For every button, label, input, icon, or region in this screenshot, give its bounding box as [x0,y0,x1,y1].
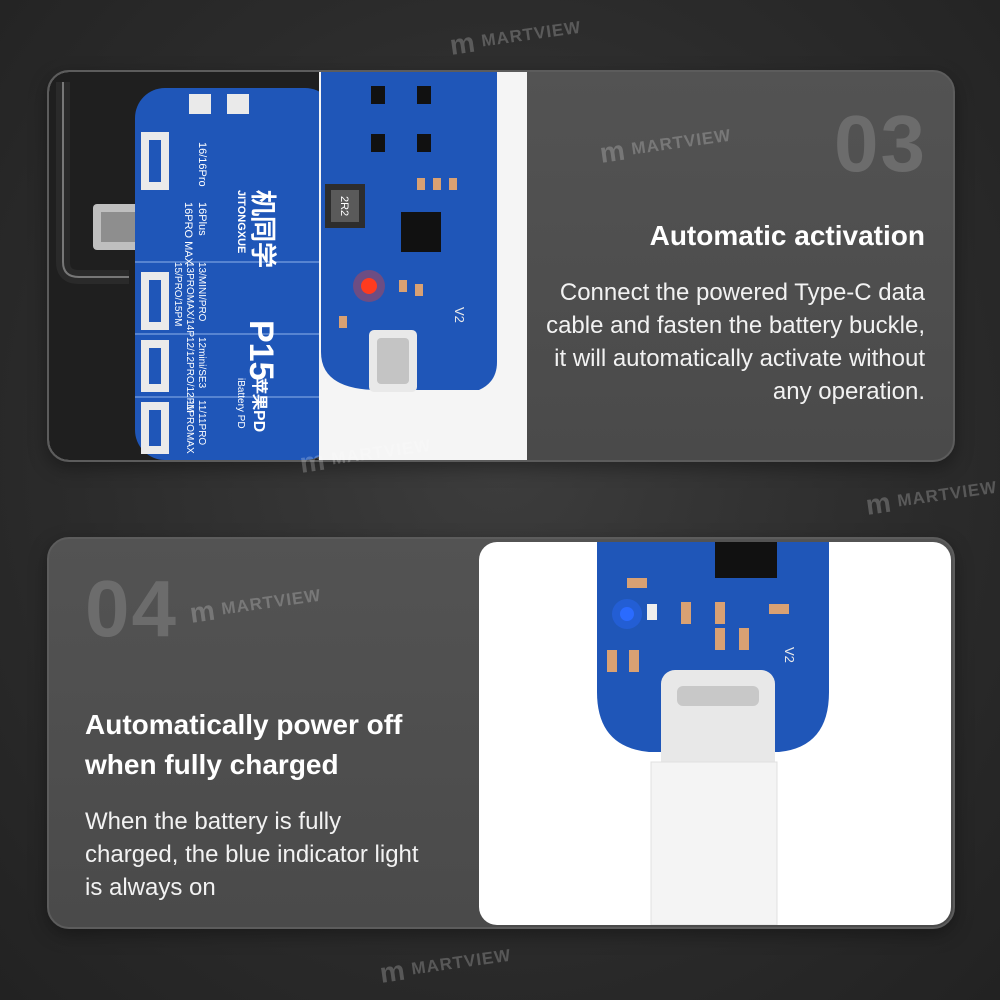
slot-label-5: 15/PRO/15PM [172,262,183,326]
brand-pinyin: JITONGXUE [235,190,247,253]
step-title: Automatic activation [649,220,925,251]
slot-label-8: 11/11PRO [196,400,207,445]
power-off-illustration: V2 [597,542,829,925]
inductor-label: 2R2 [338,196,350,216]
brand-cn: 机同学 [248,190,278,268]
slot-label-9: 11PROMAX [184,400,195,454]
step-number: 04 [85,564,178,653]
slot-label-2: 16PRO MAX [182,202,194,266]
pcb-version: V2 [782,647,797,663]
step-description: Connect the powered Type-C data cable an… [546,279,925,405]
controller-chip [715,542,777,578]
controller-chip [401,212,441,252]
blue-indicator-led [620,607,634,621]
model-sub: iBattery PD [235,378,246,429]
slot-label-3: 13/MINI/PRO [196,262,207,322]
model-cn: 苹果PD [250,378,269,432]
chip-q1 [371,86,385,104]
slot-label-1: 16Plus [196,202,208,236]
slot-label-6: 12mini/SE3 [196,337,207,389]
activation-photo: 16/16Pro 16Plus 16PRO MAX 13/MINI/PRO 13… [49,72,527,460]
step-number: 03 [834,99,927,188]
white-cable [650,761,778,925]
power-off-photo: V2 [479,542,951,925]
activation-illustration: 16/16Pro 16Plus 16PRO MAX 13/MINI/PRO 13… [49,72,527,460]
slot-label-0: 16/16Pro [196,142,208,187]
step-title: Automatically power off when fully charg… [85,709,403,780]
step-card-04: 04 Automatically power off when fully ch… [47,537,955,929]
pcb-version: V2 [452,307,467,323]
model-name: P15 [242,320,280,381]
pd-holder [135,88,335,460]
brand-logo-icon: m [377,954,408,989]
red-indicator-led [361,278,377,294]
slot-label-7: 12/12PRO/12PM [184,337,195,413]
brand-logo-icon: m [863,486,894,521]
step-card-03: 16/16Pro 16Plus 16PRO MAX 13/MINI/PRO 13… [47,70,955,462]
slot-label-4: 13PROMAX/14P [184,262,195,337]
step-description: When the battery is fully charged, the b… [85,808,419,901]
brand-logo-icon: m [447,26,478,61]
